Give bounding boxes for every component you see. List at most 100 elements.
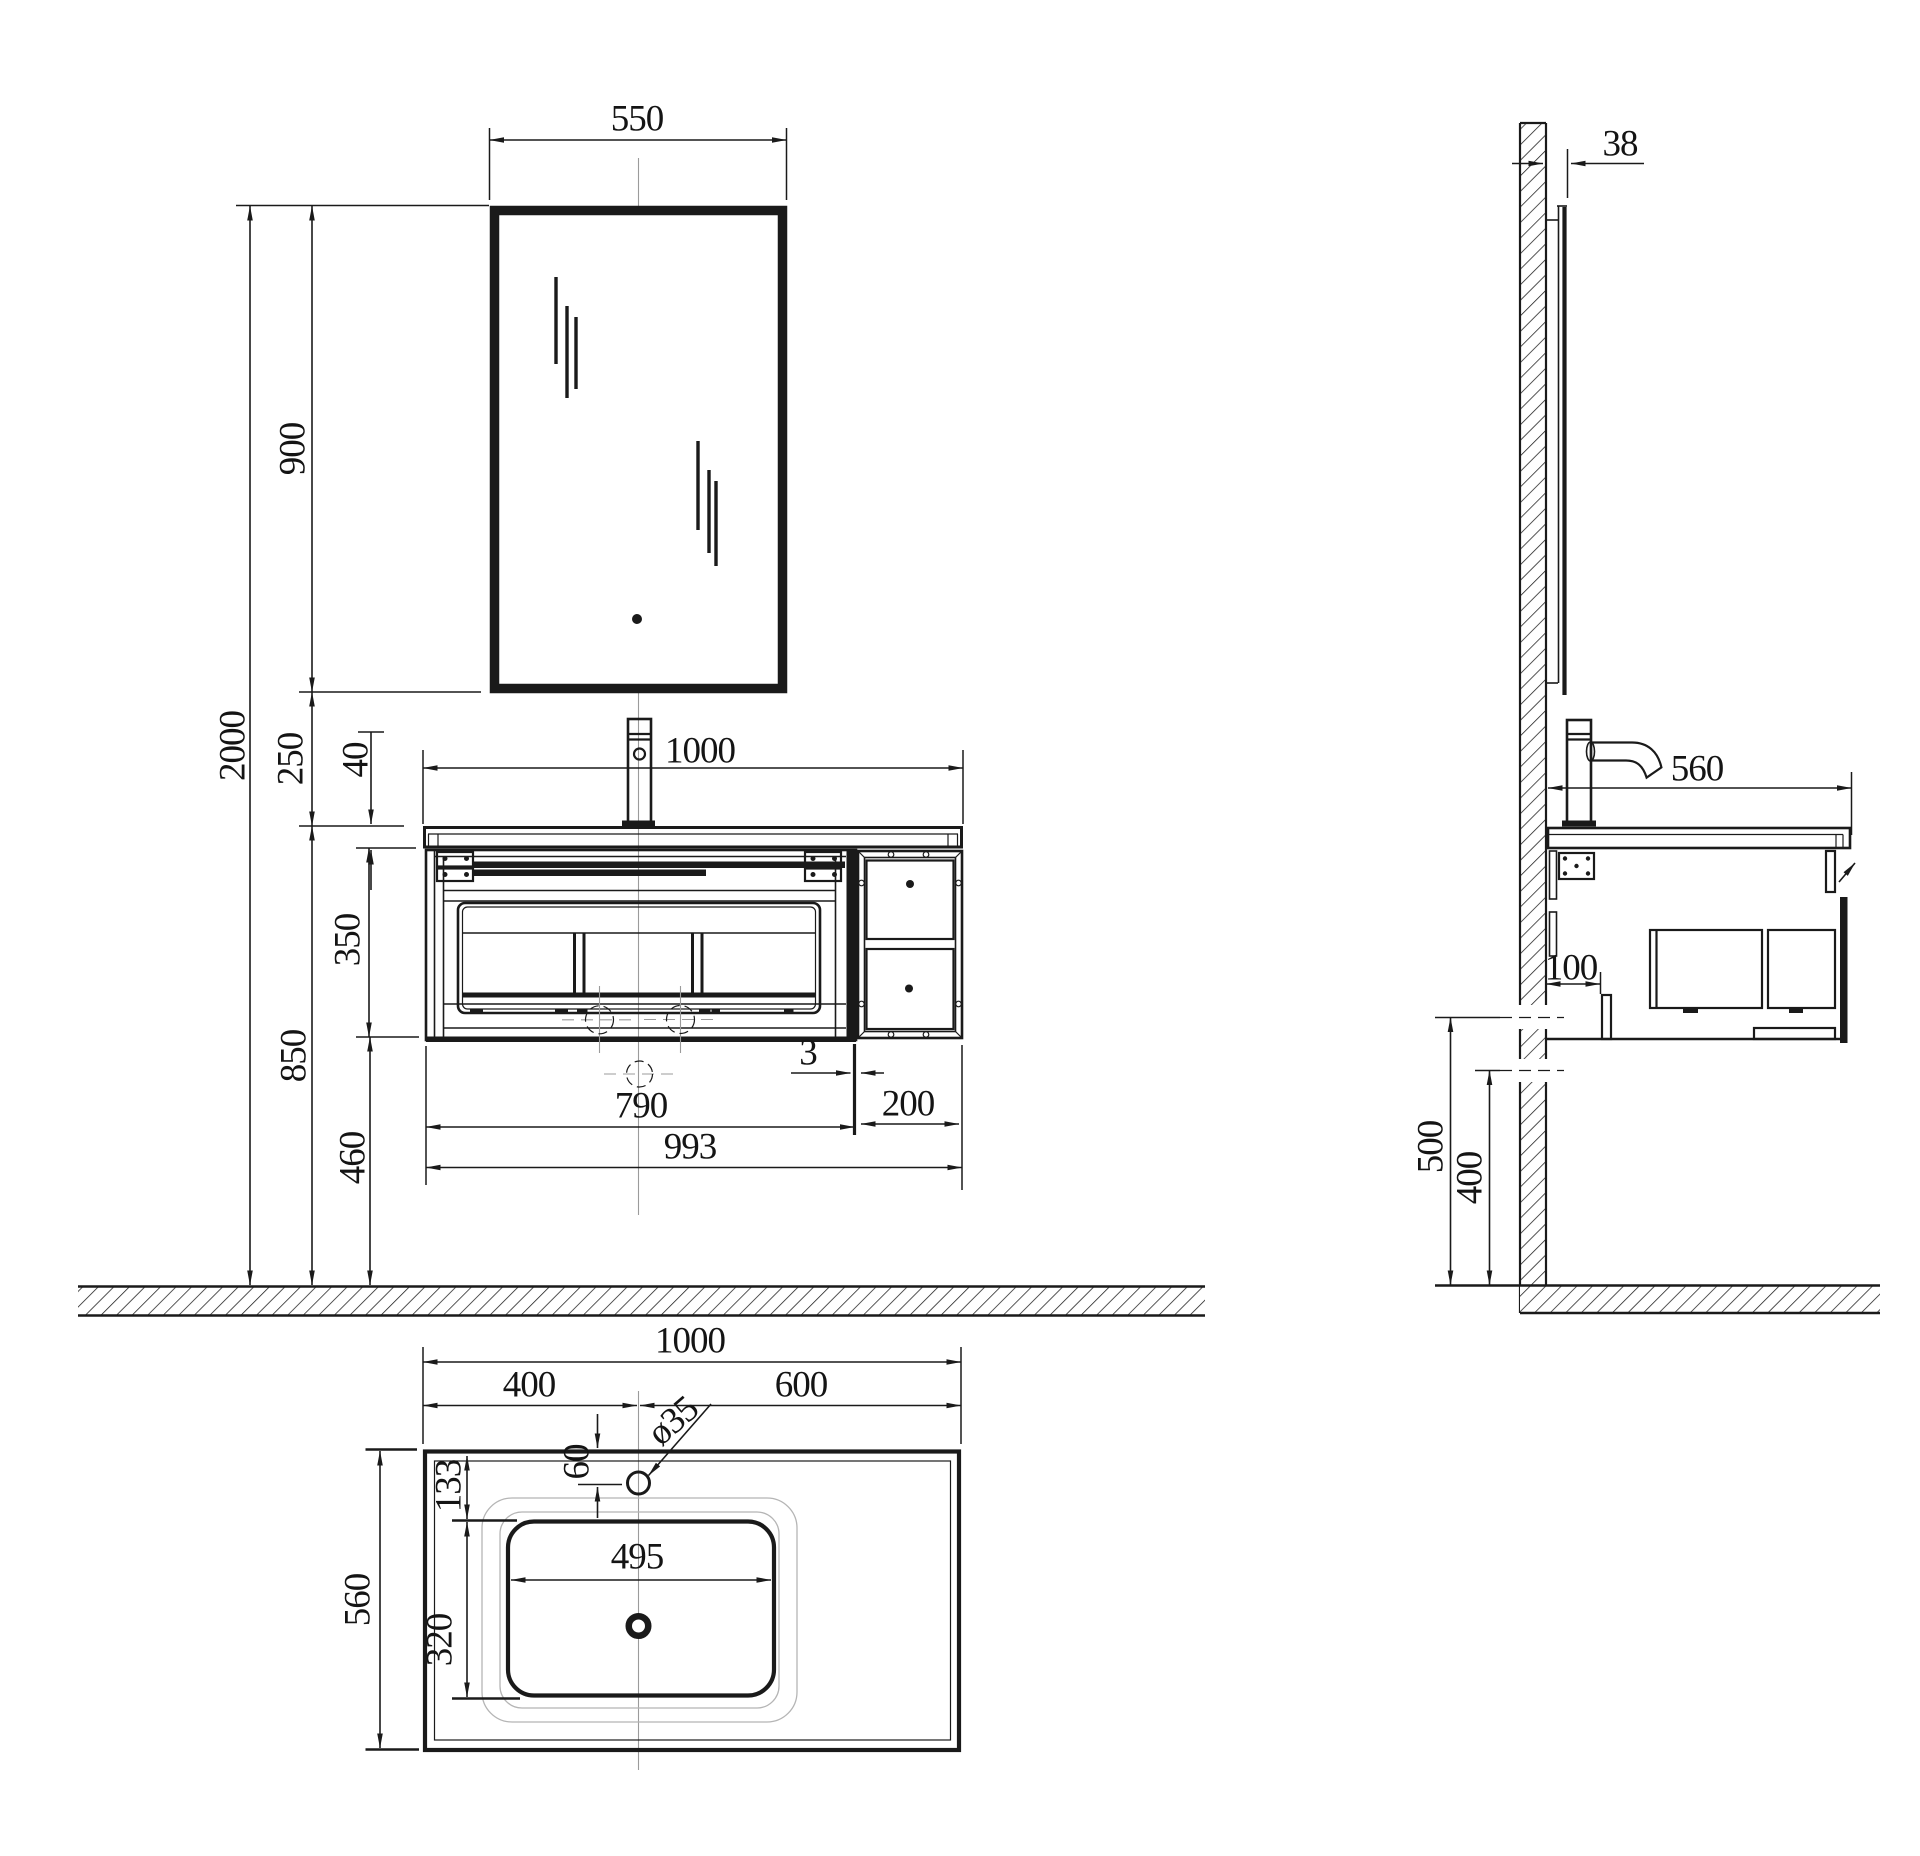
dim-text-250: 250 [271, 732, 312, 785]
dim-counter-height: 850 [274, 825, 315, 1286]
faucet-side-base [1562, 820, 1596, 827]
dim-counter-thickness: 40 [336, 731, 384, 890]
drain-hole [625, 1613, 652, 1639]
dim-text-350: 350 [328, 913, 369, 966]
dim-text-3: 3 [799, 1033, 817, 1074]
dim-cabinet-height: 350 [328, 847, 372, 1038]
dim-overall-height: 2000 [213, 205, 254, 1286]
countertop-plan-inner-line [433, 1460, 952, 1741]
side-cabinet-front [856, 849, 964, 1040]
dim-tap-hole-dia: ø35 [640, 1388, 712, 1477]
dim-text-133: 133 [429, 1459, 470, 1512]
dim-drawer-span: 790 [425, 1044, 857, 1185]
dim-text-500: 500 [1411, 1120, 1452, 1173]
wall-break-2 [1517, 1059, 1549, 1082]
dim-tap-position: 400 600 [422, 1365, 962, 1409]
dim-text-100: 100 [1545, 948, 1598, 989]
basin-deck-contour-inner [499, 1511, 780, 1709]
countertop-side [1546, 826, 1852, 850]
mounting-bracket-right [803, 850, 843, 883]
countertop-plan [422, 1449, 962, 1753]
dim-counter-depth-side: 560 [1547, 749, 1853, 835]
dim-text-560-plan: 560 [338, 1573, 379, 1626]
mirror-side-profile [1546, 205, 1567, 695]
dim-text-40: 40 [336, 742, 377, 778]
faucet-base [622, 820, 655, 827]
dim-tap-hole-from-back: 60 [557, 1414, 622, 1518]
basin-outline [505, 1519, 777, 1698]
wall-hatch [1520, 123, 1546, 1313]
dim-text-o35: ø35 [640, 1388, 707, 1454]
dim-text-38: 38 [1603, 124, 1639, 165]
dim-text-900: 900 [273, 422, 314, 475]
dim-counter-width-plan: 1000 [422, 1321, 962, 1444]
countertop-front [423, 826, 963, 849]
mirror [489, 205, 788, 694]
dim-text-600-plan: 600 [775, 1365, 828, 1406]
side-cabinet-frame [856, 849, 964, 1040]
dim-mirror-height: 900 [273, 205, 315, 693]
countertop-slab [423, 826, 963, 849]
drawer-feet [470, 1008, 794, 1014]
cabinet-bottom-board [1752, 1026, 1837, 1041]
dim-basin-width: 320 [420, 1521, 520, 1700]
faucet-side-body [1565, 718, 1593, 824]
dim-panel-gap: 3 [791, 1033, 884, 1076]
drawer-box [456, 901, 822, 1015]
dim-counter-depth-plan: 560 [338, 1448, 419, 1751]
wall-section [1517, 121, 1549, 1313]
dim-inlet-level-low: 400 [1450, 1070, 1493, 1286]
plan-view: 1000 400 600 ø35 60 [338, 1321, 962, 1770]
door-knob-upper [906, 880, 914, 888]
door-knob-lower [905, 984, 913, 993]
dim-basin-length: 495 [510, 1537, 772, 1583]
wall-cleat-lower [1548, 911, 1558, 957]
dim-text-850: 850 [274, 1029, 315, 1082]
basin-deck-contour-outer [481, 1497, 798, 1723]
side-view: 38 560 [1411, 121, 1880, 1315]
dim-text-560-side: 560 [1671, 749, 1724, 790]
drawer-slide-rail-short [472, 869, 706, 876]
wall-bracket-side [1557, 851, 1596, 881]
mirror-sensor-dot [632, 614, 642, 624]
side-cabinet-screws [858, 851, 962, 1038]
dim-mirror-width: 550 [488, 99, 788, 200]
dim-text-1000-plan: 1000 [655, 1321, 726, 1362]
drawer-slide-rail-long [472, 861, 845, 868]
faucet-sensor [632, 747, 647, 761]
dim-text-550: 550 [611, 99, 664, 140]
dim-text-400: 400 [1450, 1151, 1491, 1204]
dim-carcass-width: 993 [425, 1127, 963, 1171]
dim-inlet-offset: 100 [1545, 948, 1602, 994]
drawer-side-boxes [1648, 928, 1837, 1013]
countertop-side-slab [1546, 826, 1852, 850]
dim-text-1000-front: 1000 [665, 731, 736, 772]
dim-counter-width-front: 1000 [422, 731, 964, 824]
floor-side [1435, 1284, 1880, 1315]
dim-text-460: 460 [333, 1131, 374, 1184]
wall-cleat-upper [1548, 850, 1558, 900]
dim-under-clearance: 460 [333, 1036, 374, 1286]
faucet-side [1562, 718, 1663, 827]
faucet-spout [1589, 741, 1663, 780]
dim-text-200: 200 [882, 1084, 935, 1125]
tap-hole [626, 1470, 651, 1496]
mirror-reflection-marks [554, 277, 718, 566]
floor-front [78, 1285, 1205, 1317]
side-cabinet-door-lower [865, 947, 955, 1031]
drain-knockout-below [604, 1060, 676, 1088]
side-cabinet-door-upper [865, 859, 955, 941]
dim-text-2000: 2000 [213, 711, 254, 782]
dim-text-320: 320 [420, 1613, 461, 1666]
door-open-arrow [1838, 862, 1856, 883]
dim-text-790: 790 [615, 1086, 668, 1127]
mirror-frame [489, 205, 788, 694]
inlet-pipe-stub [1600, 993, 1613, 1041]
dim-inlet-level-high: 500 [1411, 1017, 1454, 1286]
pipe-knockouts [562, 986, 718, 1053]
dim-text-60: 60 [557, 1444, 598, 1480]
dim-text-993: 993 [664, 1127, 717, 1168]
countertop-plan-outline [422, 1449, 962, 1753]
vanity-cabinet-side [1546, 849, 1856, 1043]
